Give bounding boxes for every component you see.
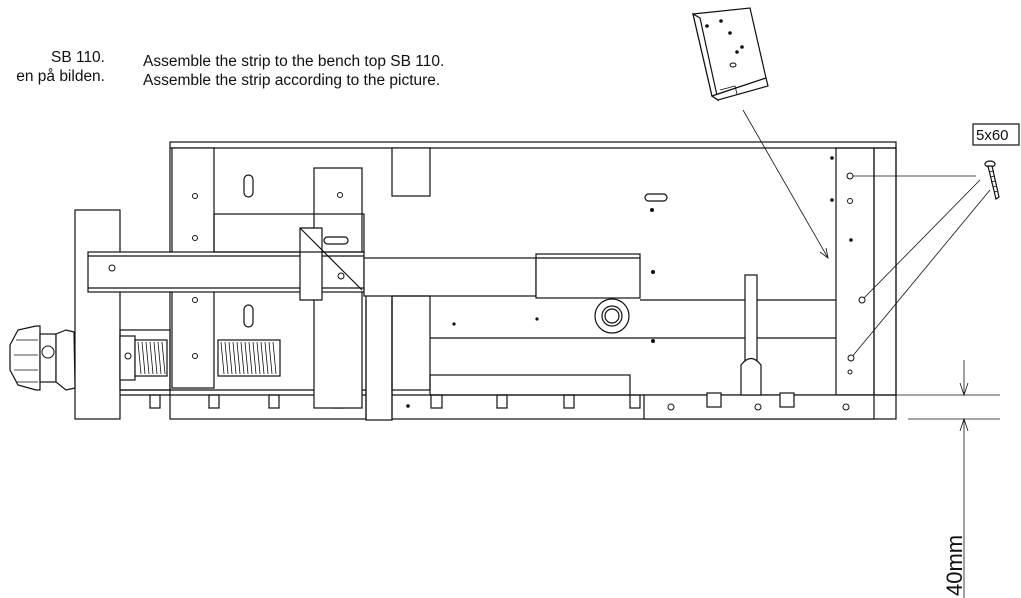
side-strip-holes [830,156,866,375]
instruction-text-swedish: SB 110. en på bilden. [0,48,105,86]
wooden-strip-icon [692,7,769,102]
screw-leader-3 [850,189,991,359]
screw-size-text: 5x60 [976,127,1009,144]
instruction-text-english: Assemble the strip to the bench top SB 1… [143,52,444,90]
swedish-line-1: SB 110. [50,49,105,66]
bench-dog-holes [149,394,641,409]
english-line-1: Assemble the strip to the bench top SB 1… [143,53,445,70]
dimension-text: 40mm [942,535,967,596]
dimension-40mm: 40mm [882,360,1000,598]
installed-strip [643,392,875,420]
swedish-line-2: en på bilden. [16,68,105,85]
english-line-2: Assemble the strip according to the pict… [143,72,441,89]
screw-icon [984,160,1000,200]
strip-leader-arrow [819,247,829,259]
vise-cross-strip [87,227,365,301]
screw-size-label: 5x60 [972,123,1020,146]
screw-leader-2 [861,179,981,301]
vise-handle-icon [9,325,76,391]
bench-inner-rails [213,147,836,396]
strip-leader-line [742,109,829,259]
